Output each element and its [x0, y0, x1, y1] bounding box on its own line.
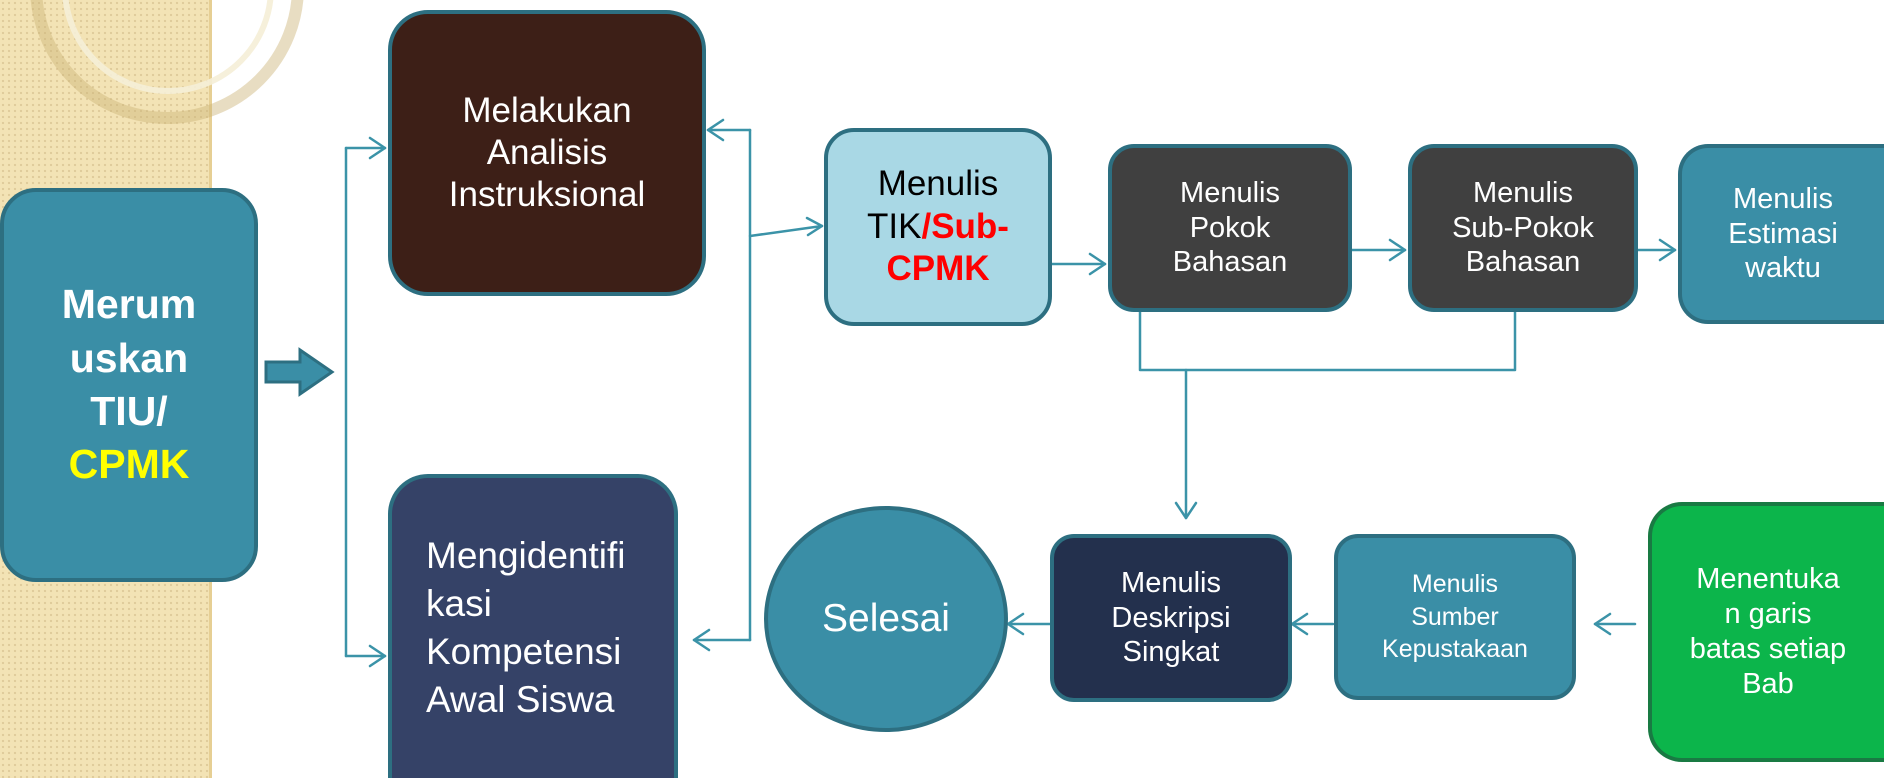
node-pokok-line2: Pokok [1189, 211, 1271, 244]
arrowhead-back-mengidentifikasi [692, 628, 711, 652]
node-garis-line2: n garis [1724, 598, 1812, 631]
node-mengidentifikasi-line1: Mengidentifi [426, 534, 626, 576]
connector-merge [1138, 308, 1517, 372]
node-merumuskan-line2: uskan [69, 334, 189, 381]
node-analisis-line1: Melakukan [462, 91, 632, 130]
node-menulis-deskripsi-singkat: Menulis Deskripsi Singkat [1050, 534, 1292, 702]
node-menulis-pokok-bahasan: Menulis Pokok Bahasan [1108, 144, 1352, 312]
node-merumuskan-line4: CPMK [68, 441, 190, 488]
block-arrow-right [264, 347, 335, 397]
node-menulis-estimasi-waktu: Menulis Estimasi waktu [1678, 144, 1884, 324]
node-mengidentifikasi-line4: Awal Siswa [426, 679, 615, 721]
arrowhead-sumber [1593, 612, 1612, 636]
node-sumber-line1: Menulis [1411, 570, 1499, 599]
node-tik-line1: Menulis [877, 163, 999, 203]
node-merumuskan-line3: TIU/ [90, 388, 168, 434]
node-menentukan-garis-batas: Menentuka n garis batas setiap Bab [1648, 502, 1884, 762]
node-deskripsi-line1: Menulis [1121, 566, 1221, 599]
node-garis-line1: Menentuka [1696, 563, 1840, 596]
node-mengidentifikasi-line3: Kompetensi [426, 631, 622, 672]
node-menulis-tik-subcpmk: Menulis TIK/Sub- CPMK [824, 128, 1052, 326]
node-merumuskan-line1: Merum [61, 281, 197, 328]
arrowhead-analisis [368, 136, 387, 160]
node-subpokok-line2: Sub-Pokok [1452, 211, 1594, 244]
node-pokok-line1: Menulis [1180, 176, 1280, 209]
node-selesai: Selesai [764, 506, 1008, 732]
arrowhead-subpokok [1388, 238, 1407, 262]
node-estimasi-line1: Menulis [1733, 182, 1833, 215]
arrowhead-back-analisis [706, 118, 725, 142]
node-estimasi-line2: Estimasi [1728, 217, 1838, 250]
node-garis-line3: batas setiap [1689, 633, 1847, 665]
node-deskripsi-line2: Deskripsi [1111, 601, 1231, 634]
arrowhead-deskripsi [1174, 501, 1198, 520]
node-mengidentifikasi-kompetensi: Mengidentifi kasi Kompetensi Awal Siswa [388, 474, 678, 778]
arrowhead-estimasi [1658, 238, 1677, 262]
connector-to-tik [748, 224, 824, 238]
node-analisis-line3: Instruksional [448, 175, 646, 214]
node-subpokok-line1: Menulis [1473, 176, 1573, 209]
node-analisis-instruksional: Melakukan Analisis Instruksional [388, 10, 706, 296]
node-mengidentifikasi-line2: kasi [426, 582, 492, 624]
node-tik-line2-sub: /Sub- [921, 206, 1009, 246]
arrowhead-selesai [1006, 612, 1025, 636]
node-merumuskan-tiu-cpmk: Merum uskan TIU/ CPMK [0, 188, 258, 582]
arrowhead-pokok [1088, 252, 1107, 276]
node-analisis-line2: Analisis [486, 133, 608, 172]
node-pokok-line3: Bahasan [1172, 246, 1288, 279]
node-sumber-line2: Sumber [1411, 602, 1499, 631]
node-estimasi-line3: waktu [1745, 252, 1821, 285]
node-tik-line3: CPMK [886, 249, 990, 289]
node-tik-line2: TIK/Sub- [867, 206, 1009, 249]
node-subpokok-line3: Bahasan [1465, 246, 1581, 279]
node-tik-line2-tik: TIK [867, 206, 922, 246]
node-sumber-line3: Kepustakaan [1382, 635, 1528, 664]
node-menulis-sumber-kepustakaan: Menulis Sumber Kepustakaan [1334, 534, 1576, 700]
arrowhead-tik [805, 216, 824, 237]
node-selesai-label: Selesai [822, 596, 950, 640]
arrowhead-mengidentifikasi [368, 644, 387, 668]
node-deskripsi-line3: Singkat [1122, 636, 1220, 669]
node-menulis-subpokok-bahasan: Menulis Sub-Pokok Bahasan [1408, 144, 1638, 312]
arrowhead-deskripsi-left [1290, 612, 1309, 636]
node-garis-line4: Bab [1742, 667, 1794, 700]
